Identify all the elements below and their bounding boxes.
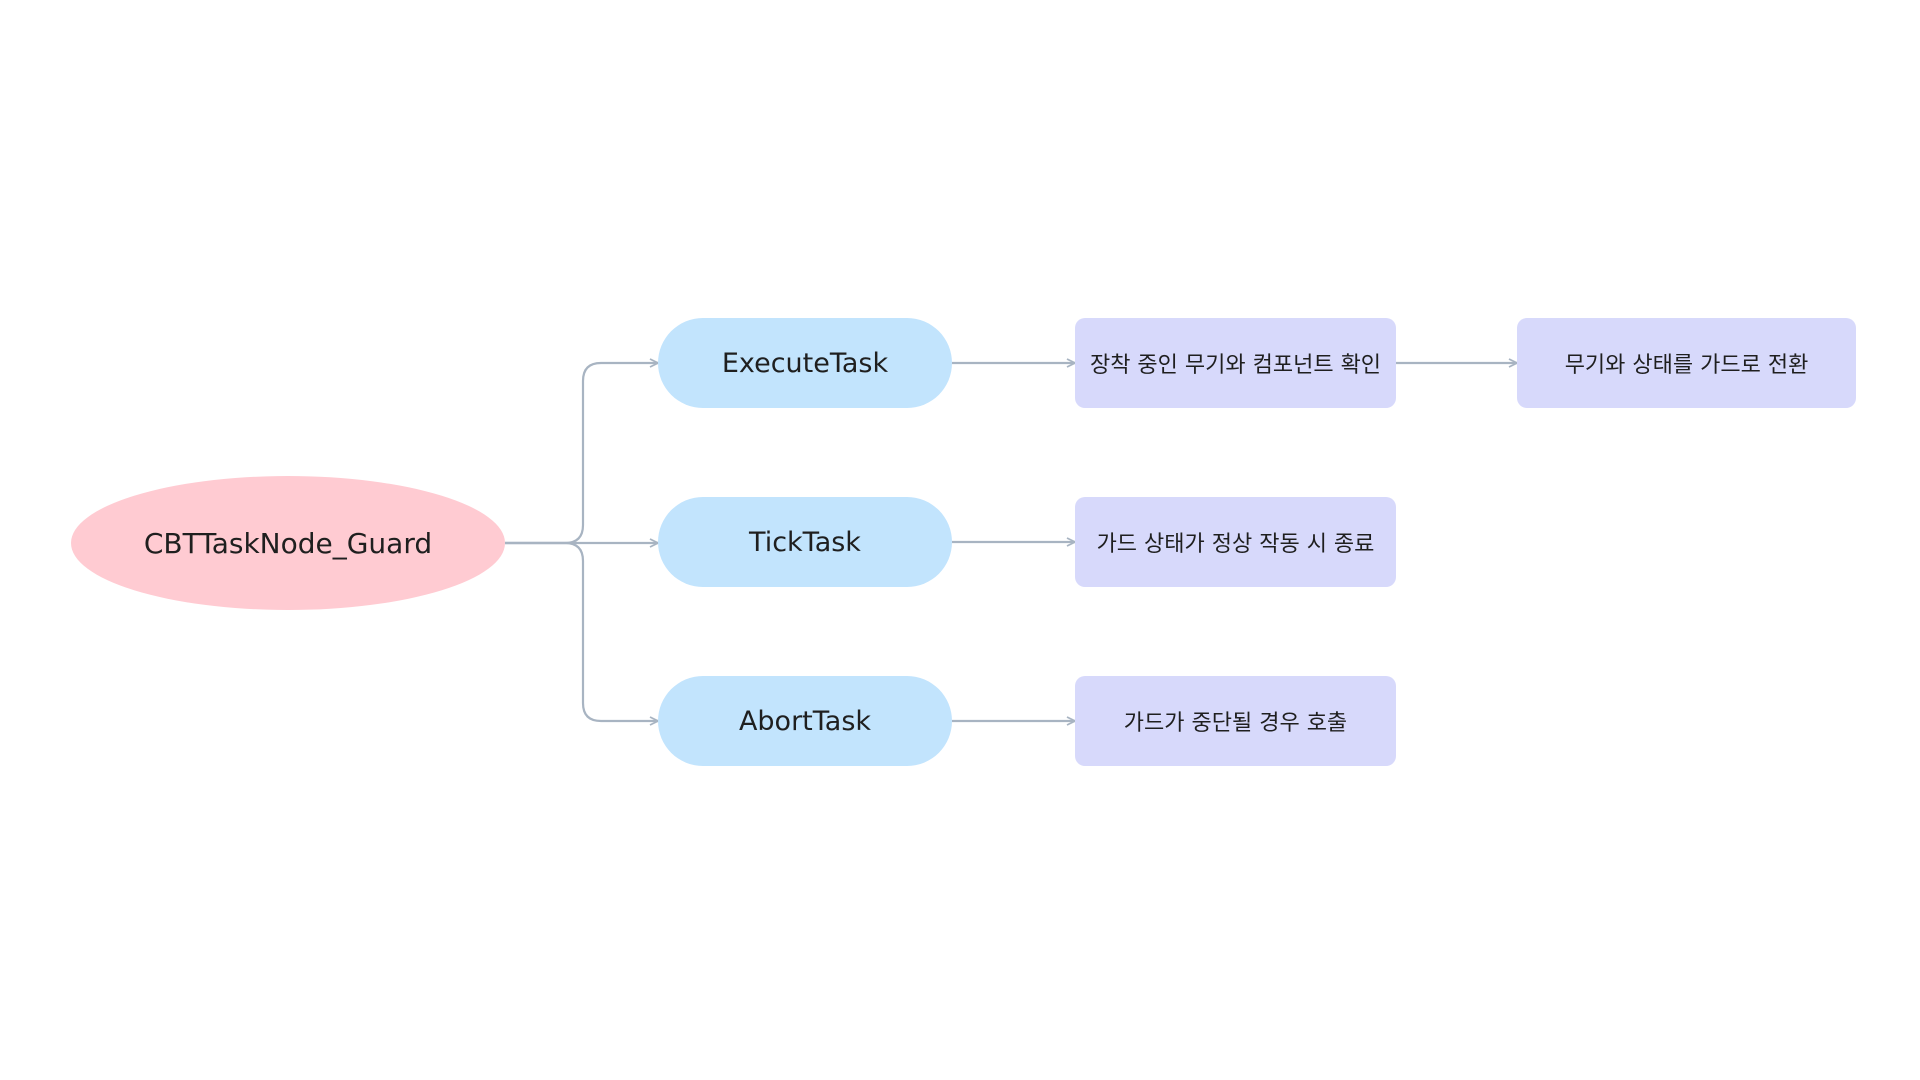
connector-root-abort bbox=[505, 541, 658, 721]
task-node-execute[interactable]: ExecuteTask bbox=[658, 318, 952, 408]
task-node-label: ExecuteTask bbox=[721, 347, 889, 379]
detail-node-abort[interactable]: 가드가 중단될 경우 호출 bbox=[1075, 676, 1396, 766]
detail-node-label: 가드가 중단될 경우 호출 bbox=[1123, 711, 1348, 736]
detail-node-execute-check[interactable]: 장착 중인 무기와 컴포넌트 확인 bbox=[1075, 318, 1396, 408]
detail-node-tick[interactable]: 가드 상태가 정상 작동 시 종료 bbox=[1075, 497, 1396, 587]
detail-node-label: 장착 중인 무기와 컴포넌트 확인 bbox=[1089, 353, 1382, 378]
connector-root-execute bbox=[505, 363, 658, 545]
detail-node-label: 무기와 상태를 가드로 전환 bbox=[1564, 353, 1809, 378]
detail-node-label: 가드 상태가 정상 작동 시 종료 bbox=[1096, 532, 1375, 557]
detail-node-execute-switch[interactable]: 무기와 상태를 가드로 전환 bbox=[1517, 318, 1856, 408]
root-node[interactable]: CBTTaskNode_Guard bbox=[71, 476, 505, 610]
task-node-label: AbortTask bbox=[738, 705, 872, 737]
task-node-label: TickTask bbox=[749, 526, 861, 558]
root-node-label: CBTTaskNode_Guard bbox=[143, 526, 433, 560]
task-node-abort[interactable]: AbortTask bbox=[658, 676, 952, 766]
task-node-tick[interactable]: TickTask bbox=[658, 497, 952, 587]
